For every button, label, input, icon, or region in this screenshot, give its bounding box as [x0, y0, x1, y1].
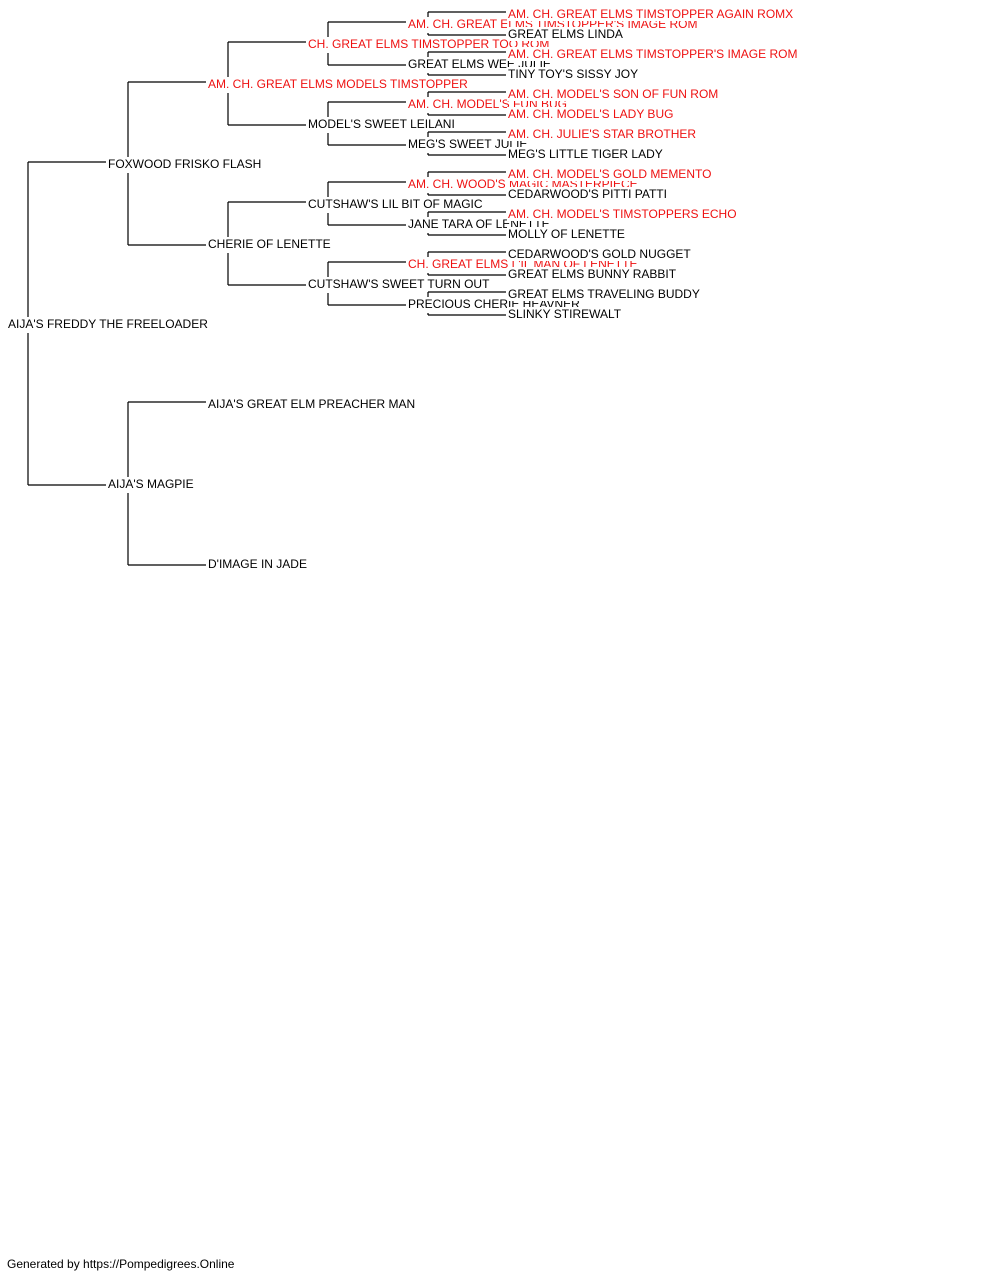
- pedigree-node-model-s-sweet-leilani: MODEL'S SWEET LEILANI: [307, 117, 456, 131]
- pedigree-node-aija-s-freddy-the-freeloader: AIJA'S FREDDY THE FREELOADER: [7, 317, 209, 331]
- pedigree-node-molly-of-lenette: MOLLY OF LENETTE: [507, 227, 626, 241]
- pedigree-node-great-elms-linda: GREAT ELMS LINDA: [507, 27, 624, 41]
- pedigree-node-am-ch-model-s-lady-bug: AM. CH. MODEL'S LADY BUG: [507, 107, 675, 121]
- pedigree-node-am-ch-model-s-timstoppers-echo: AM. CH. MODEL'S TIMSTOPPERS ECHO: [507, 207, 738, 221]
- pedigree-node-foxwood-frisko-flash: FOXWOOD FRISKO FLASH: [107, 157, 263, 171]
- pedigree-node-am-ch-model-s-son-of-fun-rom: AM. CH. MODEL'S SON OF FUN ROM: [507, 87, 720, 101]
- pedigree-node-am-ch-great-elms-models-timstopper: AM. CH. GREAT ELMS MODELS TIMSTOPPER: [207, 77, 469, 91]
- pedigree-node-am-ch-great-elms-timstopper-s-image-rom: AM. CH. GREAT ELMS TIMSTOPPER'S IMAGE RO…: [507, 47, 799, 61]
- generated-by-footer: Generated by https://Pompedigrees.Online: [7, 1257, 235, 1271]
- pedigree-node-cutshaw-s-sweet-turn-out: CUTSHAW'S SWEET TURN OUT: [307, 277, 491, 291]
- pedigree-node-aija-s-great-elm-preacher-man: AIJA'S GREAT ELM PREACHER MAN: [207, 397, 417, 411]
- pedigree-node-am-ch-julie-s-star-brother: AM. CH. JULIE'S STAR BROTHER: [507, 127, 698, 141]
- pedigree-node-meg-s-sweet-julie: MEG'S SWEET JULIE: [407, 137, 529, 151]
- pedigree-node-cutshaw-s-lil-bit-of-magic: CUTSHAW'S LIL BIT OF MAGIC: [307, 197, 484, 211]
- pedigree-node-great-elms-traveling-buddy: GREAT ELMS TRAVELING BUDDY: [507, 287, 701, 301]
- pedigree-node-slinky-stirewalt: SLINKY STIREWALT: [507, 307, 623, 321]
- pedigree-node-aija-s-magpie: AIJA'S MAGPIE: [107, 477, 195, 491]
- pedigree-node-cedarwood-s-pitti-patti: CEDARWOOD'S PITTI PATTI: [507, 187, 668, 201]
- pedigree-node-great-elms-bunny-rabbit: GREAT ELMS BUNNY RABBIT: [507, 267, 678, 281]
- pedigree-node-d-image-in-jade: D'IMAGE IN JADE: [207, 557, 308, 571]
- pedigree-node-tiny-toy-s-sissy-joy: TINY TOY'S SISSY JOY: [507, 67, 640, 81]
- pedigree-node-am-ch-model-s-gold-memento: AM. CH. MODEL'S GOLD MEMENTO: [507, 167, 713, 181]
- pedigree-node-ch-great-elms-timstopper-too-rom: CH. GREAT ELMS TIMSTOPPER TOO ROM: [307, 37, 551, 51]
- pedigree-node-meg-s-little-tiger-lady: MEG'S LITTLE TIGER LADY: [507, 147, 664, 161]
- pedigree-node-cedarwood-s-gold-nugget: CEDARWOOD'S GOLD NUGGET: [507, 247, 692, 261]
- pedigree-node-am-ch-great-elms-timstopper-again-romx: AM. CH. GREAT ELMS TIMSTOPPER AGAIN ROMX: [507, 7, 795, 21]
- pedigree-node-cherie-of-lenette: CHERIE OF LENETTE: [207, 237, 332, 251]
